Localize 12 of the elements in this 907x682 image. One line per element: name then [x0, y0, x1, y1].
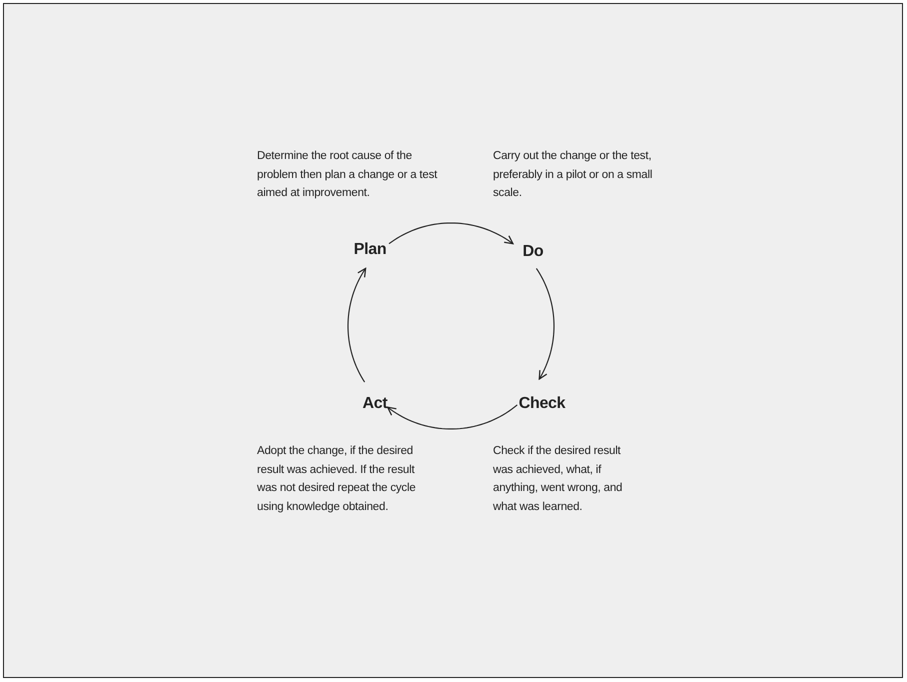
- cycle-arrow: [388, 222, 514, 244]
- stage-description: Adopt the change, if the desired result was achieved. If the result was not desired repeat the cycle using knowledge obtained.: [257, 444, 417, 514]
- cycle-arrow: [386, 404, 518, 430]
- stage-description: Check if the desired result was achieved, what, if anything, went wrong, and what was learned.: [493, 444, 624, 514]
- cycle-arrow: [347, 268, 366, 382]
- stage-label: Do: [522, 243, 544, 261]
- cycle-arrow: [536, 268, 555, 380]
- stage-label: Plan: [354, 241, 386, 259]
- stage-description: Carry out the change or the test, preferably in a pilot or on a small scale.: [493, 149, 654, 201]
- stage-label: Check: [518, 395, 566, 413]
- stage-description: Determine the root cause of the problem then plan a change or a test aimed at improvement.: [257, 149, 438, 201]
- stage-label: Act: [362, 395, 388, 413]
